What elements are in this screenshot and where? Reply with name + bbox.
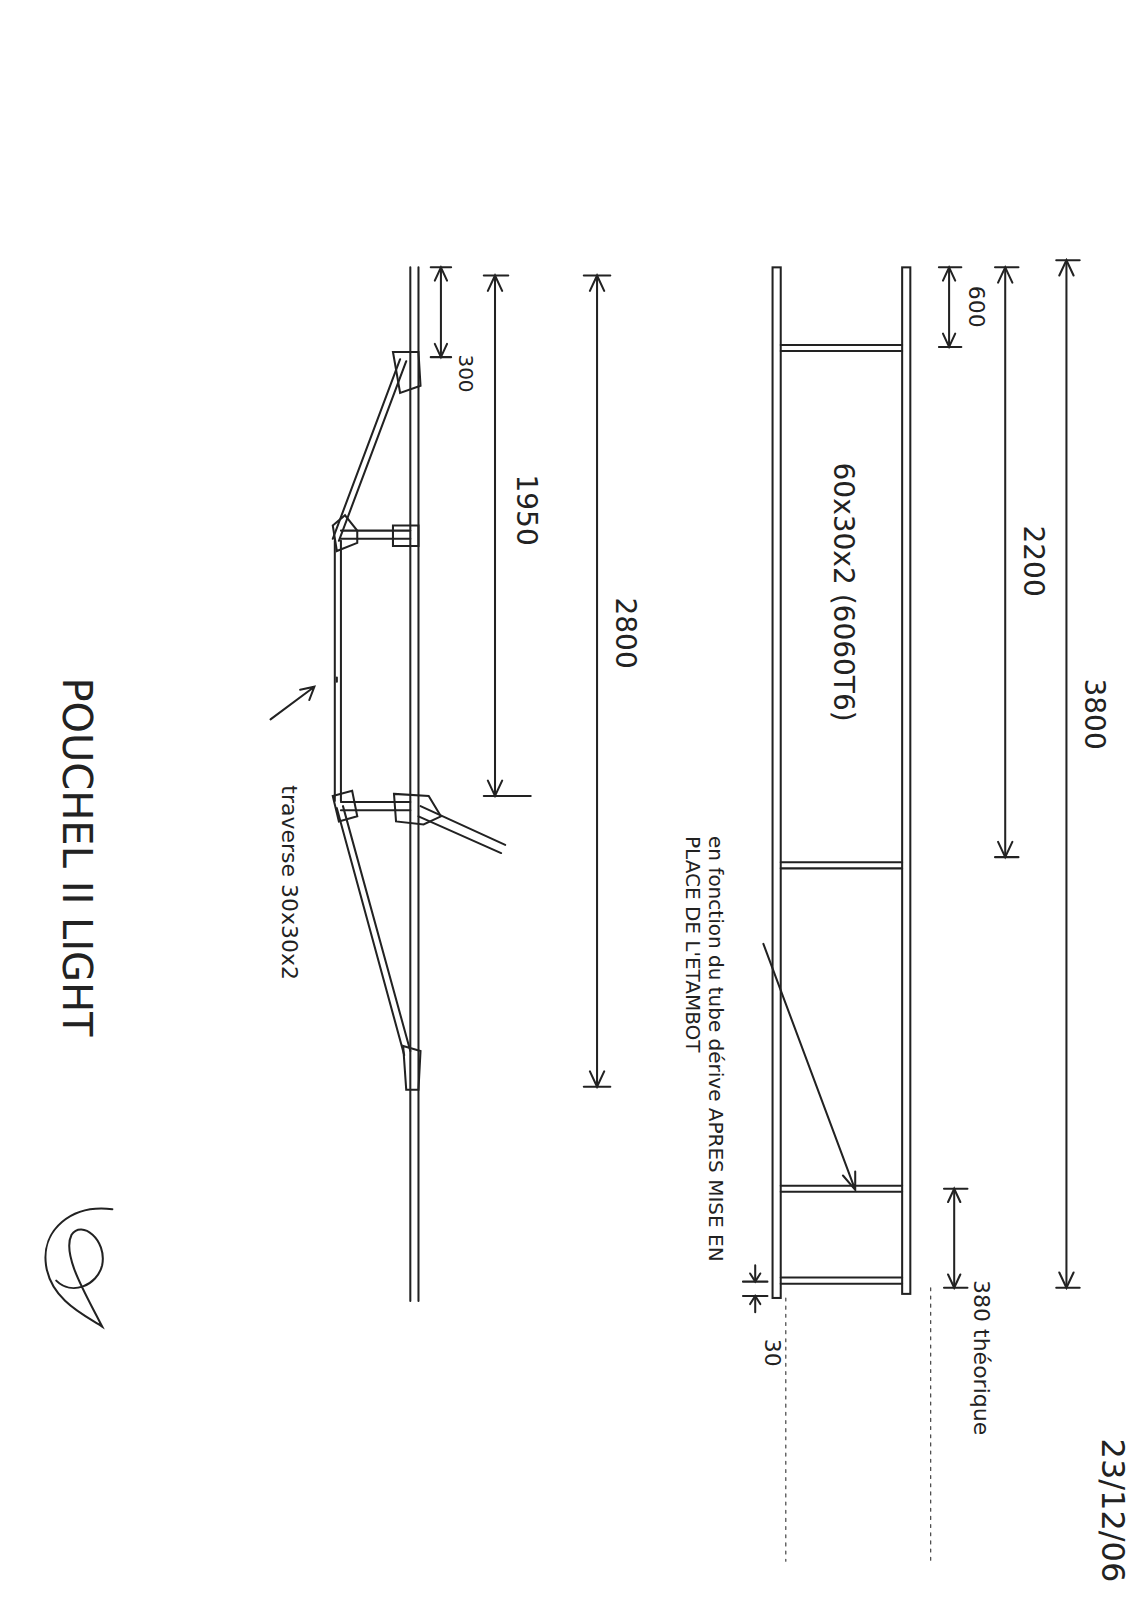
rail — [773, 267, 781, 1298]
signature — [45, 1209, 112, 1327]
dimension-line — [786, 1189, 968, 1561]
cross-members — [781, 345, 902, 1284]
dimension-line — [1056, 260, 1079, 1288]
dimension-label: traverse 30x30x2 — [277, 785, 302, 980]
dimension-label: 3800 — [1078, 679, 1110, 750]
drawing-title: POUCHEL II LIGHT — [54, 678, 100, 1037]
dimension-line — [431, 267, 451, 357]
dimension-line — [584, 276, 611, 1087]
date: 23/12/06 — [1094, 1439, 1131, 1583]
dimension-label: 60x30x2 (6060T6) — [827, 462, 859, 721]
dimension-label: 1950 — [510, 475, 542, 546]
note: en fonction du tube dérive APRES MISE EN… — [681, 836, 727, 1266]
dimension-label: 2800 — [609, 597, 641, 668]
dimension-line — [939, 267, 961, 347]
side-view — [333, 267, 505, 1301]
dimension-line — [743, 1265, 767, 1312]
dimension-label: 380 théorique — [969, 1280, 994, 1435]
dimension-label: 600 — [963, 285, 988, 327]
dimension-label: 2200 — [1017, 526, 1049, 597]
leader-line — [271, 687, 315, 720]
rail — [902, 267, 910, 1294]
leader-line — [763, 944, 855, 1190]
dimension-label: 300 — [454, 354, 477, 392]
dimension-label: 30 — [759, 1338, 784, 1366]
dimension-line — [995, 267, 1018, 857]
